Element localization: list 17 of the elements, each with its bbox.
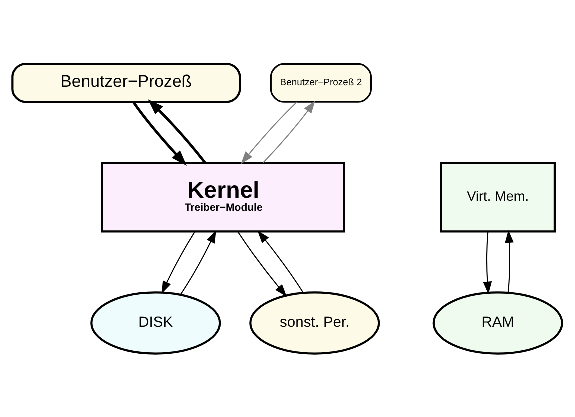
node-ellipse: DISK xyxy=(90,291,222,354)
arrow xyxy=(162,231,196,294)
node-box: Virt. Mem. xyxy=(440,162,556,232)
node-box: Benutzer−Prozeß xyxy=(12,62,242,103)
node-box: Kernel Treiber−Module xyxy=(101,162,346,232)
node-ellipse: RAM xyxy=(432,291,564,354)
arrow xyxy=(148,98,206,164)
arrow xyxy=(132,100,187,166)
arrow xyxy=(241,101,298,164)
arrow xyxy=(258,230,304,293)
arrow xyxy=(262,100,316,163)
arrow xyxy=(483,231,492,294)
node-ellipse: sonst. Per. xyxy=(250,291,380,354)
node-box: Benutzer−Prozeß 2 xyxy=(270,62,372,102)
arrow xyxy=(505,230,514,292)
arrow xyxy=(238,231,288,296)
arrow xyxy=(180,230,216,295)
